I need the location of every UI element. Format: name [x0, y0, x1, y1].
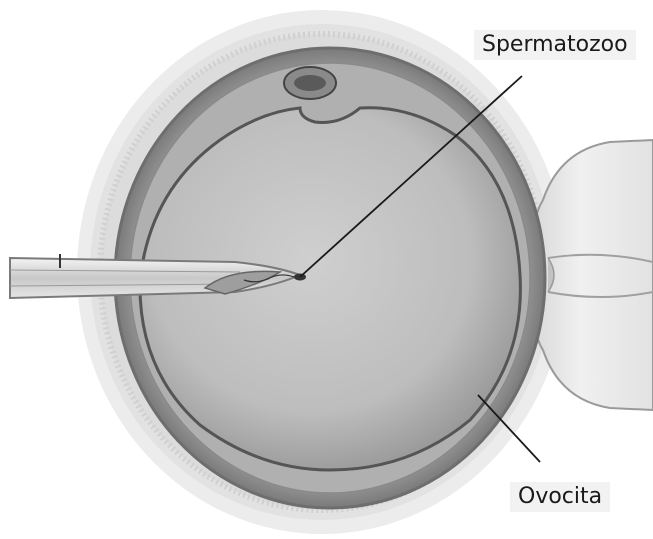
polar-body: [284, 67, 336, 99]
spermatozoon-label: Spermatozoo: [474, 30, 636, 60]
oocyte-label: Ovocita: [510, 482, 610, 512]
